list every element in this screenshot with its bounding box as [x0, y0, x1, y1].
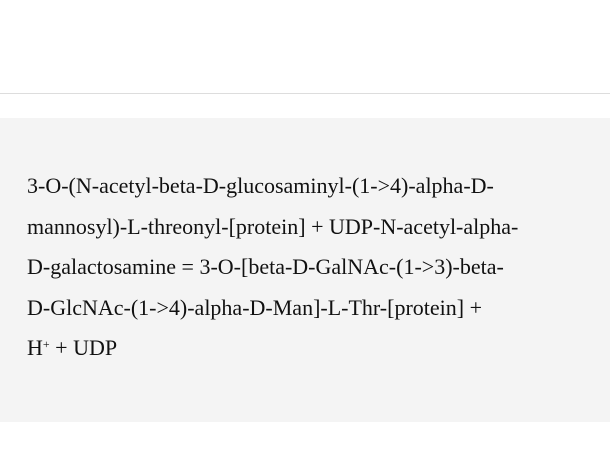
- reaction-line-4: D-GlcNAc-(1->4)-alpha-D-Man]-L-Thr-[prot…: [27, 294, 483, 320]
- reaction-panel: [0, 118, 610, 422]
- reaction-line-3: D-galactosamine = 3-O-[beta-D-GalNAc-(1-…: [27, 254, 504, 279]
- proton-symbol: H: [27, 335, 43, 360]
- reaction-line-5: H+ + UDP: [27, 328, 593, 372]
- reaction-line-5-rest: + UDP: [49, 335, 118, 360]
- page-header-area: [0, 0, 610, 93]
- reaction-equation: 3-O-(N-acetyl-beta-D-glucosaminyl-(1->4)…: [27, 166, 593, 372]
- header-divider: [0, 93, 610, 94]
- reaction-line-2: mannosyl)-L-threonyl-[protein] + UDP-N-a…: [27, 213, 519, 239]
- reaction-line-1: 3-O-(N-acetyl-beta-D-glucosaminyl-(1->4)…: [27, 173, 494, 198]
- proton-charge: +: [42, 337, 50, 351]
